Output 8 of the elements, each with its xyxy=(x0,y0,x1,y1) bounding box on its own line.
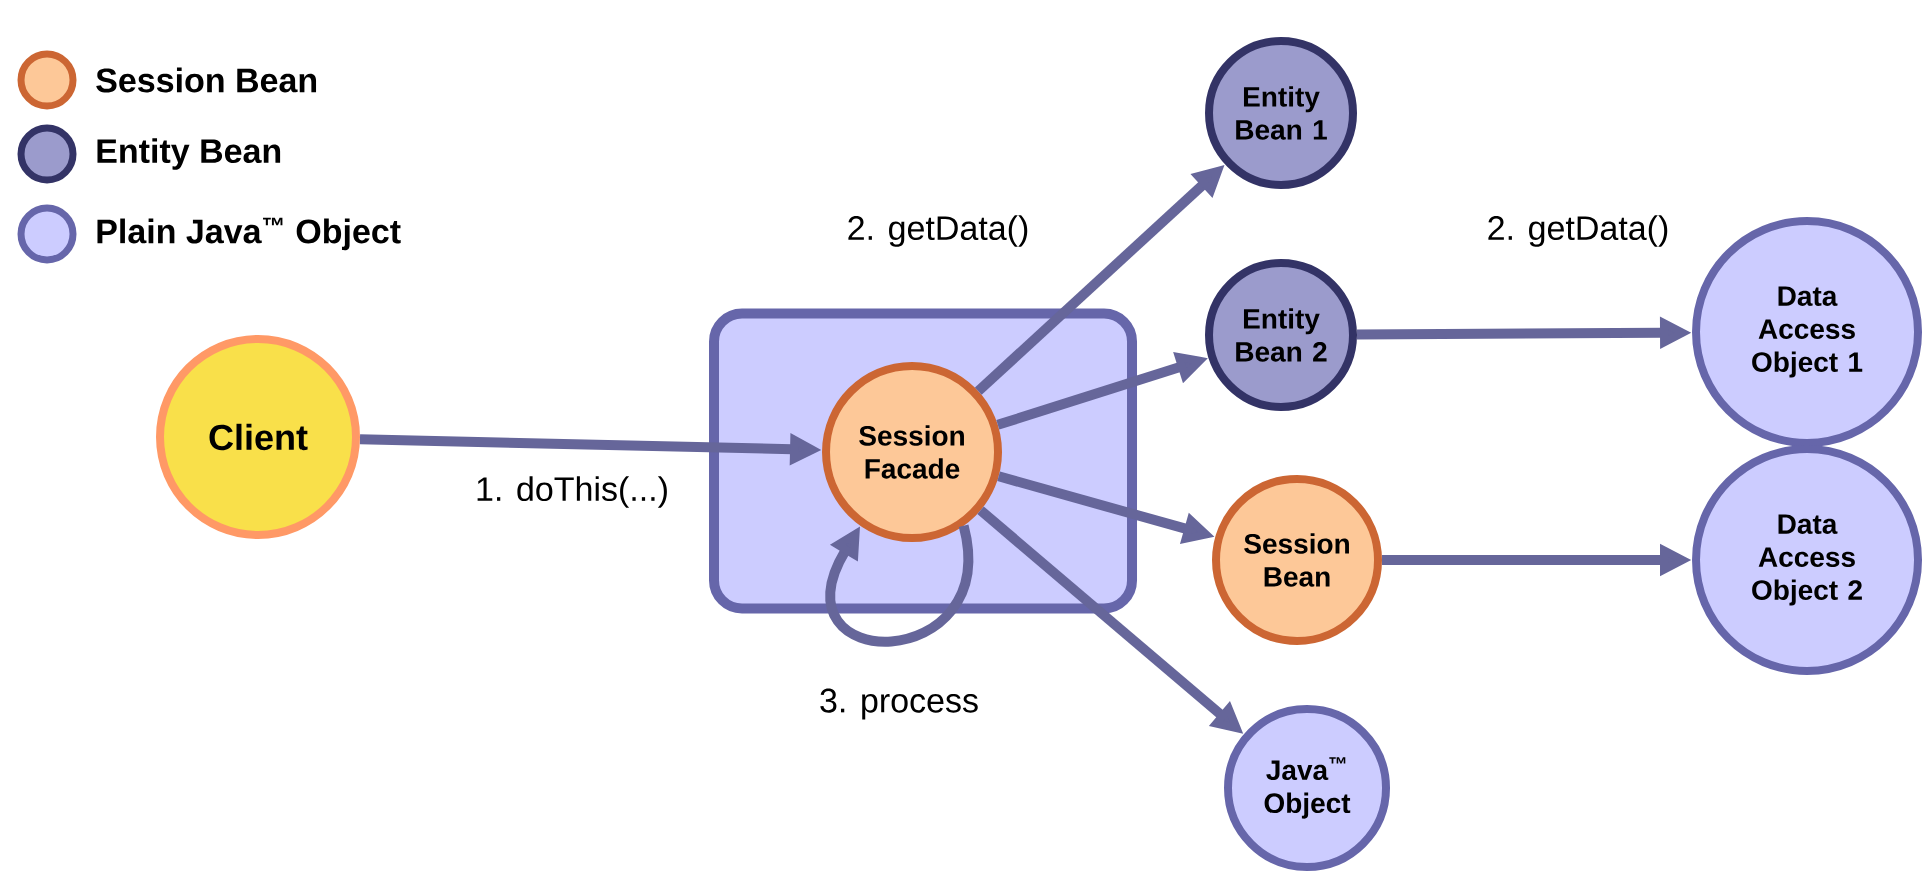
legend-text: Plain Java$^{™}$ Object xyxy=(97,217,401,251)
edge-label: 2. getData() xyxy=(844,213,1032,249)
arrow xyxy=(825,525,974,647)
legend-text: Session Bean xyxy=(96,67,317,93)
legend-text: Entity Bean xyxy=(97,138,281,170)
edge-label: 2. getData() xyxy=(1484,213,1672,249)
edge-label: 1. doThis(...) xyxy=(473,474,671,510)
edge-label: 3. process xyxy=(817,686,981,722)
